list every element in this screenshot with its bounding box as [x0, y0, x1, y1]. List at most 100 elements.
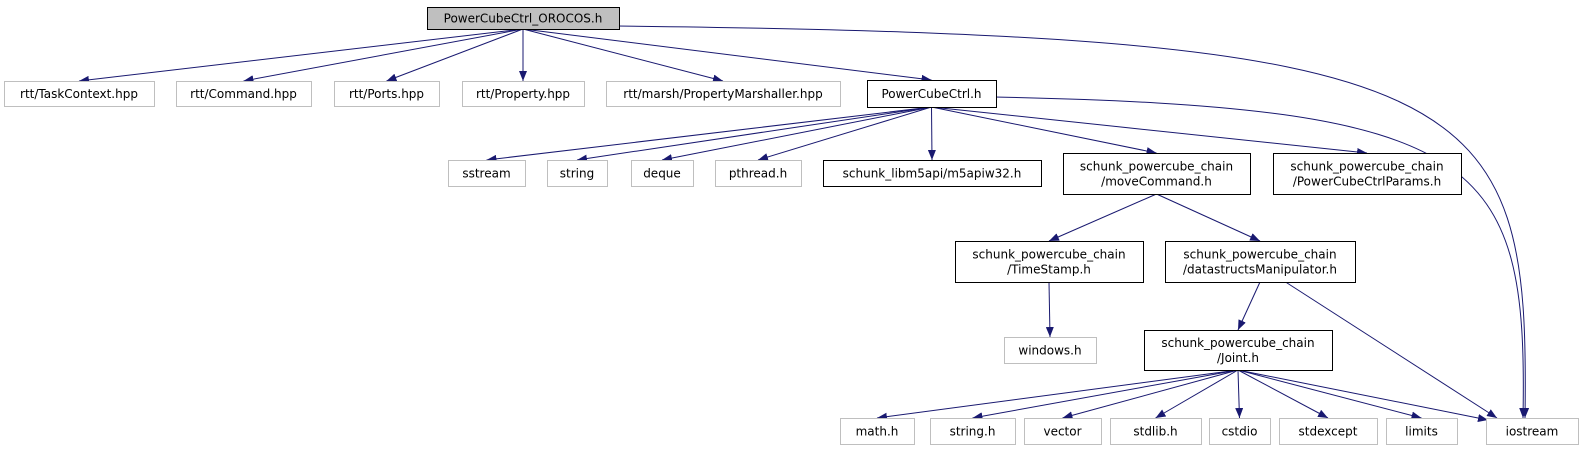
node-property[interactable]: rtt/Property.hpp [462, 81, 585, 107]
node-label-pthread: pthread.h [729, 167, 787, 181]
node-box-command [176, 81, 312, 107]
node-movecmd[interactable]: schunk_powercube_chain/moveCommand.h [1063, 153, 1251, 195]
node-box-string [547, 160, 608, 187]
node-box-limits [1386, 418, 1458, 445]
node-vector[interactable]: vector [1024, 418, 1102, 445]
node-label-ports: rtt/Ports.hpp [349, 87, 424, 101]
node-params[interactable]: schunk_powercube_chain/PowerCubeCtrlPara… [1273, 153, 1462, 195]
edge-joint-to-cstdio [1235, 369, 1244, 419]
node-joint[interactable]: schunk_powercube_chain/Joint.h [1144, 330, 1333, 371]
node-box-pthread [715, 160, 802, 187]
edge-pcctrl-to-string [576, 106, 932, 163]
nodes-layer: PowerCubeCtrl_OROCOS.h rtt/TaskContext.hp… [4, 7, 1579, 445]
node-box-propmarsh [606, 81, 841, 107]
node-label-deque: deque [643, 167, 681, 181]
node-label-windows: windows.h [1018, 344, 1081, 358]
edge-pcctrl-to-m5apiw32 [927, 106, 936, 161]
node-box-cstdio [1209, 418, 1271, 445]
edge-root-to-iostream [616, 25, 1530, 419]
node-label-stdexcept: stdexcept [1299, 425, 1358, 439]
edge-movecmd-to-timestamp [1048, 193, 1157, 242]
node-deque[interactable]: deque [631, 160, 694, 187]
node-box-sstream [448, 160, 526, 187]
edge-root-to-pcctrl [522, 28, 932, 83]
node-label-iostream: iostream [1506, 425, 1559, 439]
node-label-string: string [560, 167, 594, 181]
node-label-timestamp-line1: schunk_powercube_chain [972, 248, 1125, 262]
node-math[interactable]: math.h [840, 418, 915, 445]
node-box-taskcontext [4, 81, 155, 107]
node-iostream[interactable]: iostream [1486, 418, 1579, 445]
node-windows[interactable]: windows.h [1004, 337, 1097, 364]
node-box-deque [631, 160, 694, 187]
node-label-dsmanip-line1: schunk_powercube_chain [1183, 248, 1336, 262]
node-box-joint [1144, 330, 1333, 371]
node-box-dsmanip [1165, 241, 1356, 283]
node-propmarsh[interactable]: rtt/marsh/PropertyMarshaller.hpp [606, 81, 841, 107]
node-box-m5apiw32 [823, 160, 1042, 187]
node-box-pcctrl [867, 80, 997, 108]
node-label-cstdio: cstdio [1222, 425, 1258, 439]
node-box-stdlib [1110, 418, 1202, 445]
node-label-taskcontext: rtt/TaskContext.hpp [20, 87, 138, 101]
node-taskcontext[interactable]: rtt/TaskContext.hpp [4, 81, 155, 107]
node-box-params [1273, 153, 1462, 195]
node-label-joint-line2: /Joint.h [1217, 351, 1259, 365]
node-label-params-line2: /PowerCubeCtrlParams.h [1293, 175, 1441, 189]
node-cstdio[interactable]: cstdio [1209, 418, 1271, 445]
node-label-root: PowerCubeCtrl_OROCOS.h [444, 12, 603, 26]
edge-movecmd-to-dsmanip [1156, 193, 1261, 242]
node-stringh[interactable]: string.h [930, 418, 1016, 445]
node-label-movecmd-line1: schunk_powercube_chain [1080, 160, 1233, 174]
node-box-stdexcept [1279, 418, 1378, 445]
edge-pcctrl-to-pthread [757, 106, 932, 161]
node-dsmanip[interactable]: schunk_powercube_chain/datastructsManipu… [1165, 241, 1356, 283]
node-label-stdlib: stdlib.h [1133, 425, 1177, 439]
node-ports[interactable]: rtt/Ports.hpp [334, 81, 440, 107]
node-box-vector [1024, 418, 1102, 445]
node-stdexcept[interactable]: stdexcept [1279, 418, 1378, 445]
node-box-windows [1004, 337, 1097, 364]
node-stdlib[interactable]: stdlib.h [1110, 418, 1202, 445]
node-pthread[interactable]: pthread.h [715, 160, 802, 187]
node-label-timestamp-line2: /TimeStamp.h [1007, 263, 1091, 277]
node-label-math: math.h [856, 425, 899, 439]
node-box-ports [334, 81, 440, 107]
edge-root-to-ports [386, 28, 524, 82]
node-label-propmarsh: rtt/marsh/PropertyMarshaller.hpp [623, 87, 822, 101]
node-label-stringh: string.h [950, 425, 996, 439]
edge-joint-to-vector [1062, 369, 1239, 420]
edge-pcctrl-to-params [931, 106, 1368, 156]
edge-pcctrl-to-movecmd [931, 106, 1157, 155]
node-label-dsmanip-line2: /datastructsManipulator.h [1183, 263, 1337, 277]
node-pcctrl[interactable]: PowerCubeCtrl.h [867, 80, 997, 108]
edge-root-to-taskcontext [78, 28, 524, 84]
node-label-m5apiw32: schunk_libm5api/m5apiw32.h [843, 167, 1022, 181]
node-label-vector: vector [1043, 425, 1081, 439]
node-m5apiw32[interactable]: schunk_libm5api/m5apiw32.h [823, 160, 1042, 187]
edge-joint-to-stringh [972, 369, 1239, 421]
edge-pcctrl-to-deque [661, 106, 932, 162]
edge-root-to-command [243, 28, 524, 84]
node-label-command: rtt/Command.hpp [190, 87, 297, 101]
edge-joint-to-limits [1237, 369, 1422, 420]
node-label-pcctrl: PowerCubeCtrl.h [881, 87, 981, 101]
node-box-stringh [930, 418, 1016, 445]
node-label-limits: limits [1405, 425, 1438, 439]
node-timestamp[interactable]: schunk_powercube_chain/TimeStamp.h [955, 241, 1144, 283]
node-string[interactable]: string [547, 160, 608, 187]
node-label-property: rtt/Property.hpp [476, 87, 570, 101]
edge-joint-to-math [876, 369, 1239, 421]
node-box-property [462, 81, 585, 107]
node-sstream[interactable]: sstream [448, 160, 526, 187]
edge-dsmanip-to-iostream [1283, 280, 1498, 419]
node-label-joint-line1: schunk_powercube_chain [1161, 336, 1314, 350]
node-label-movecmd-line2: /moveCommand.h [1101, 175, 1212, 189]
node-root[interactable]: PowerCubeCtrl_OROCOS.h [427, 7, 620, 30]
edge-root-to-propmarsh [522, 28, 724, 83]
node-box-math [840, 418, 915, 445]
edge-joint-to-stdlib [1155, 369, 1239, 419]
node-limits[interactable]: limits [1386, 418, 1458, 445]
node-command[interactable]: rtt/Command.hpp [176, 81, 312, 107]
